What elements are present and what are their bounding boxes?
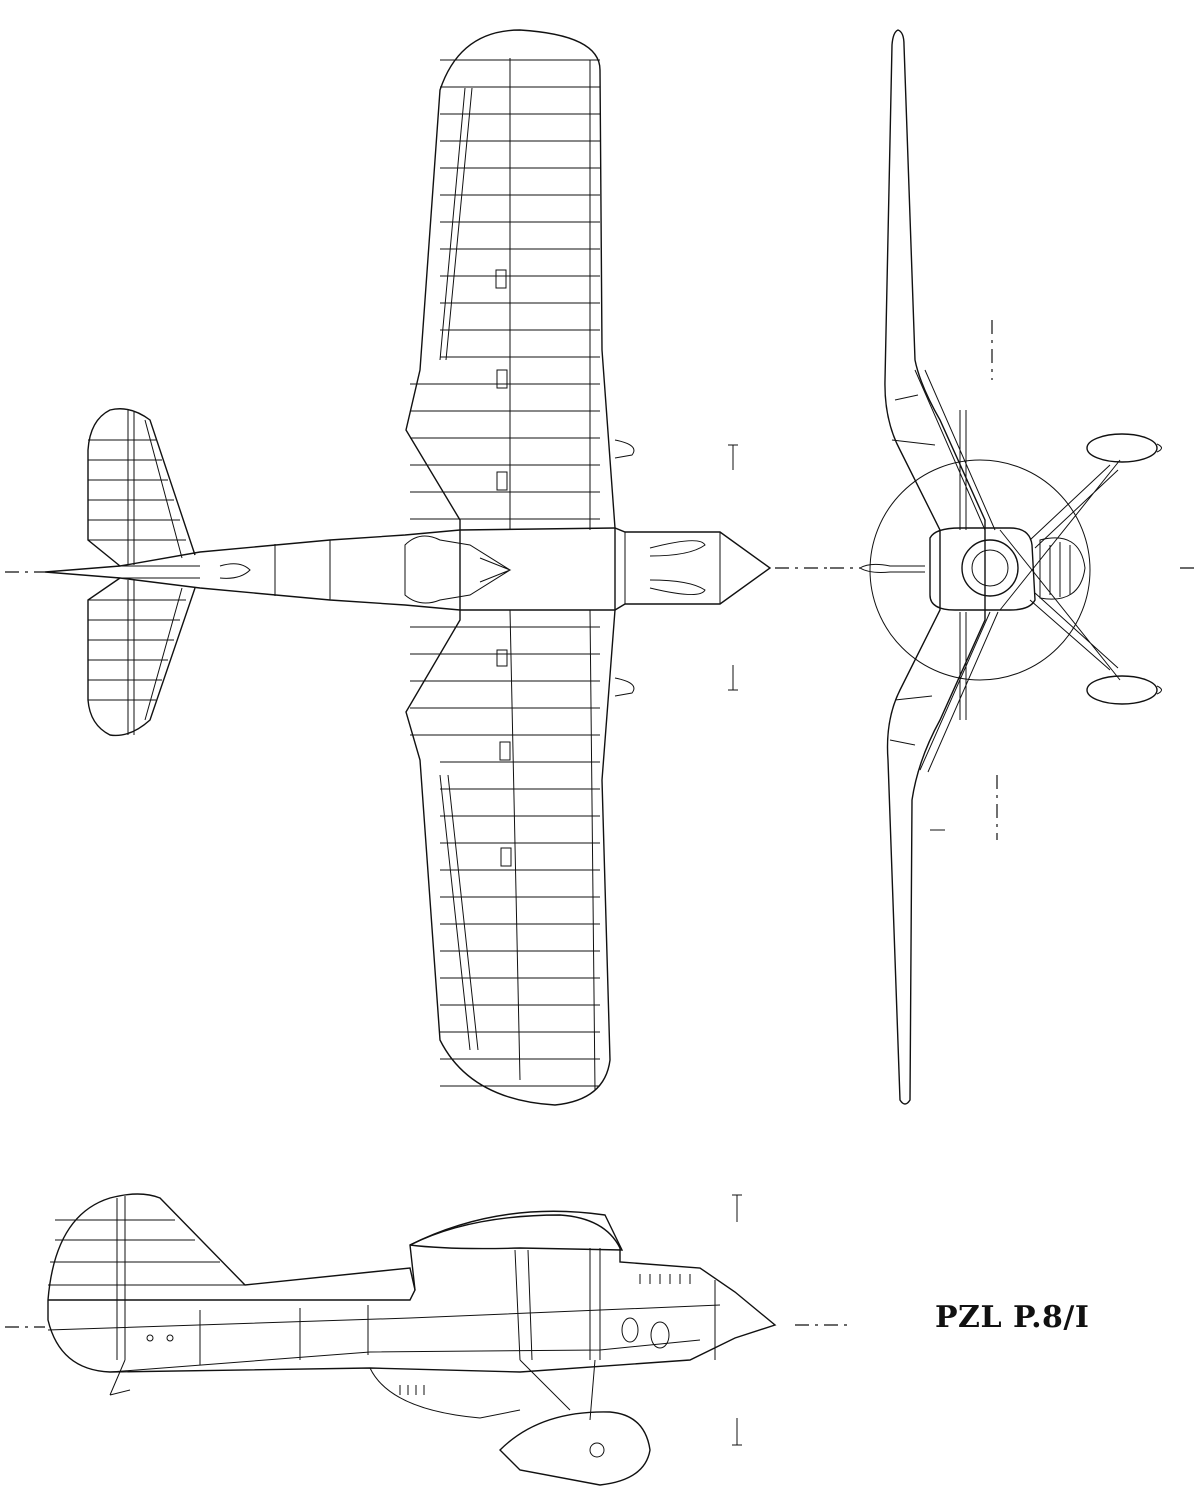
drawing-title: PZL P.8/I <box>935 1300 1090 1335</box>
side-fuselage <box>47 1214 777 1373</box>
front-wing-outline <box>884 29 986 1105</box>
front-view <box>830 29 1200 1105</box>
top-tailplane <box>87 408 196 737</box>
top-view <box>5 29 830 1106</box>
side-view <box>5 1193 850 1486</box>
top-wing-outline <box>405 29 616 1106</box>
side-fin <box>47 1193 416 1301</box>
propeller-disc <box>869 459 1091 681</box>
side-wheel-spat <box>499 1411 651 1486</box>
